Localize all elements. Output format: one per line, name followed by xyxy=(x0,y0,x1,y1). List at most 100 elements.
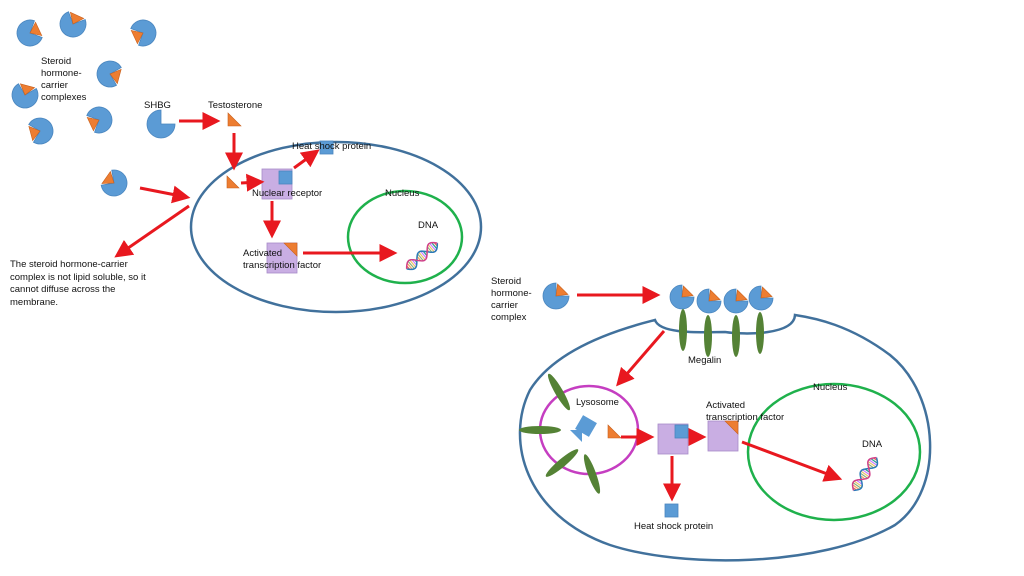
steroid-hormone-shape xyxy=(735,289,748,302)
dna-label: DNA xyxy=(418,220,439,231)
steroid-carrier-complex-icon xyxy=(28,117,54,145)
megalin-icon xyxy=(732,315,740,357)
dna-base-pair xyxy=(406,262,413,270)
steroid-carrier-complex-icon xyxy=(669,284,695,310)
nucleus-label: Nucleus xyxy=(385,188,420,199)
testosterone-to-receptor-arrow xyxy=(240,173,265,192)
dna-strand xyxy=(406,243,439,271)
complex-to-membrane-arrow xyxy=(139,185,191,204)
testosterone-label: Testosterone xyxy=(208,100,263,111)
megalin-icon xyxy=(679,309,687,351)
steroid-hormone-shape xyxy=(724,420,739,435)
dna-base-pair xyxy=(409,259,417,268)
steroid-hormone-shape xyxy=(28,125,41,142)
carrier-protein-shape xyxy=(696,288,722,314)
heat-shock-protein-icon xyxy=(278,170,293,185)
steroid-carrier-complex-icon xyxy=(59,11,87,38)
steroid-hormone-shape xyxy=(109,68,122,85)
steroid-hormone-shape xyxy=(555,283,569,297)
carrier-protein-shape xyxy=(11,83,39,109)
carrier-protein-shape xyxy=(59,11,87,38)
heat-shock-protein-icon xyxy=(674,424,689,439)
right-cell-membrane xyxy=(518,313,932,562)
lysosome-label: Lysosome xyxy=(576,397,619,408)
complex-label: Steroid hormone- carrier complex xyxy=(491,276,532,323)
steroid-hormone-shape xyxy=(29,21,43,37)
diffusion-note: The steroid hormone-carrier complex is n… xyxy=(10,259,146,308)
heat-shock-protein-label: Heat shock protein xyxy=(292,141,372,152)
testosterone-icon xyxy=(227,112,242,127)
left-nucleus xyxy=(346,189,464,285)
dna-base-pair xyxy=(427,244,435,253)
dna-base-pair xyxy=(426,246,433,253)
activated-tf-label-right: Activated transcription factor xyxy=(706,400,785,423)
steroid-carrier-complex-icon xyxy=(16,19,43,47)
carrier-protein-shape xyxy=(130,19,157,47)
complexes-label: Steroid hormone- carrier complexes xyxy=(41,56,87,103)
steroid-carrier-complex-icon xyxy=(11,83,39,109)
left-cell-membrane xyxy=(189,140,483,314)
dna-base-pair xyxy=(853,480,863,488)
megalin-icon xyxy=(545,449,579,477)
nucleus-label-right: Nucleus xyxy=(813,382,848,393)
carrier-protein-shape xyxy=(96,60,122,88)
dna-base-pair xyxy=(852,482,862,489)
dna-helix-icon xyxy=(851,456,879,492)
nuclear-receptor-label: Nuclear receptor xyxy=(252,188,323,199)
steroid-carrier-complex-icon xyxy=(130,19,157,47)
megalin-label: Megalin xyxy=(688,355,722,366)
carrier-protein-shape xyxy=(28,117,54,145)
shbg-icon xyxy=(146,109,176,139)
shbg-label: SHBG xyxy=(144,100,171,111)
carrier-protein-shape xyxy=(748,285,774,311)
carrier-protein-shape xyxy=(669,284,695,310)
heat-shock-release-arrow xyxy=(293,149,320,170)
dna-base-pair xyxy=(859,472,868,479)
dna-base-pair xyxy=(867,463,874,469)
tf-to-dna-arrow xyxy=(741,440,843,482)
testosterone-icon xyxy=(607,424,622,439)
heat-shock-protein-label-right: Heat shock protein xyxy=(634,521,714,532)
dna-base-pair xyxy=(407,260,415,270)
carrier-protein-shape xyxy=(146,109,176,139)
cannot-diffuse-arrow xyxy=(114,204,190,258)
steroid-hormone-shape xyxy=(101,170,115,184)
steroid-carrier-complex-icon xyxy=(96,60,122,88)
steroid-carrier-complex-icon xyxy=(86,106,113,134)
steroid-hormone-shape xyxy=(760,286,773,299)
heat-shock-protein-icon xyxy=(319,140,334,155)
dna-base-pair xyxy=(868,459,878,466)
steroid-carrier-complex-icon xyxy=(696,288,722,314)
megalin-icon xyxy=(519,426,561,434)
dna-base-pair xyxy=(870,458,878,464)
dna-base-pair xyxy=(418,251,426,261)
dna-base-pair xyxy=(420,250,427,259)
steroid-hormone-shape xyxy=(86,116,100,132)
steroid-carrier-complex-icon xyxy=(100,169,128,197)
dna-base-pair xyxy=(860,470,870,478)
carrier-protein-shape xyxy=(16,19,43,47)
steroid-hormone-shape xyxy=(69,11,85,25)
heat-shock-protein-icon xyxy=(664,503,679,518)
dna-base-pair xyxy=(429,242,437,252)
dna-base-pair xyxy=(411,259,418,266)
steroid-hormone-shape xyxy=(708,289,721,302)
steroid-hormone-shape xyxy=(19,83,36,96)
degraded-carrier-shape xyxy=(570,430,582,442)
dna-base-pair xyxy=(852,484,860,490)
dna-base-pair xyxy=(431,242,438,250)
megalin-icon xyxy=(583,454,601,494)
dna-base-pair xyxy=(856,479,863,485)
steroid-carrier-complex-icon xyxy=(748,285,774,311)
dna-base-pair xyxy=(862,469,871,476)
dna-label-right: DNA xyxy=(862,439,883,450)
megalin-icon xyxy=(547,373,571,411)
activated-tf-label: Activated transcription factor xyxy=(243,248,322,271)
right-nucleus xyxy=(746,382,922,522)
carrier-protein-shape xyxy=(723,288,749,314)
dna-strand xyxy=(853,457,879,492)
dna-strand xyxy=(405,241,438,269)
steroid-hormone-shape xyxy=(130,29,144,45)
steroid-carrier-complex-icon xyxy=(542,282,570,310)
steroid-hormone-shape xyxy=(681,285,694,298)
